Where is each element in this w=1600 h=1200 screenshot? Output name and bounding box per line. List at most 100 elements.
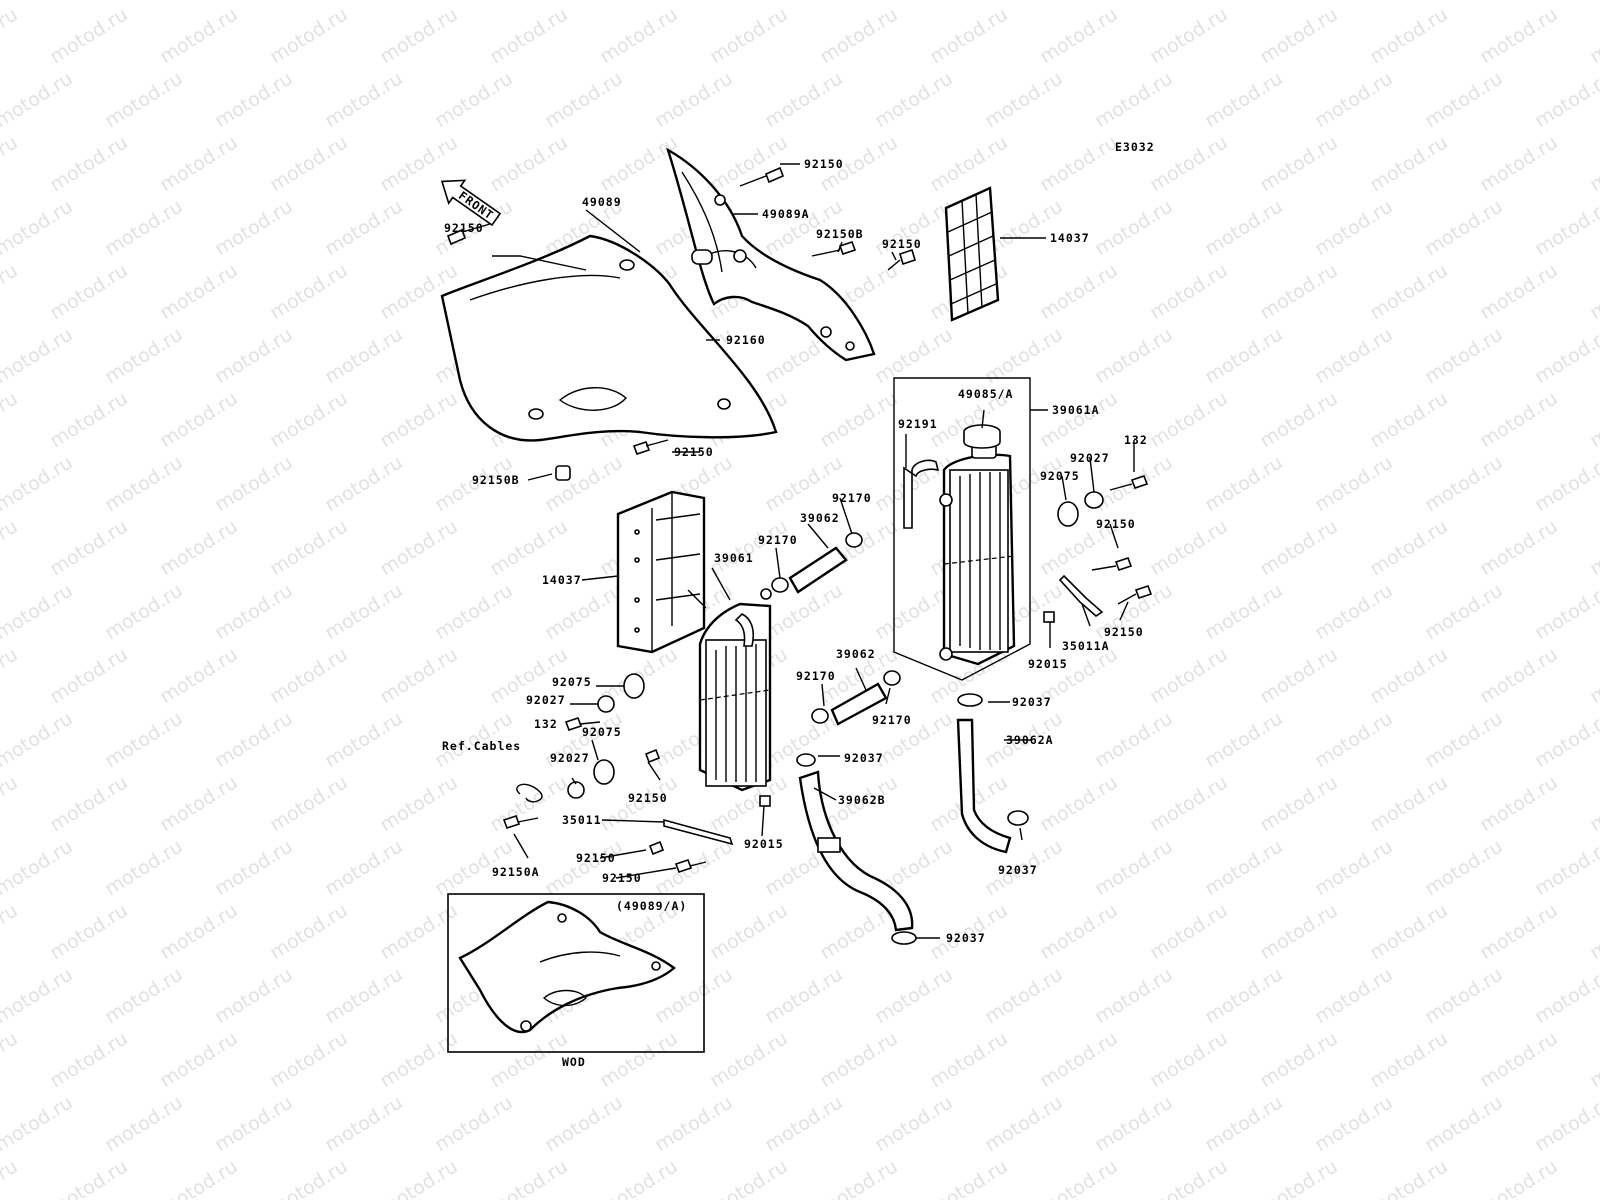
watermark-text: motod.ru [156,1155,242,1200]
part-label: 35011A [1062,639,1110,653]
watermark-text: motod.ru [1366,899,1452,964]
watermark-text: motod.ru [1311,0,1397,4]
watermark-text: motod.ru [1476,387,1562,452]
inset-title: (49089/A) [616,899,687,913]
watermark-text: motod.ru [46,643,132,708]
watermark-text: motod.ru [156,3,242,68]
watermark-text: motod.ru [541,579,627,644]
watermark-text: motod.ru [0,1091,77,1156]
watermark-text: motod.ru [0,707,77,772]
watermark-text: motod.ru [321,579,407,644]
watermark-text: motod.ru [1586,1027,1600,1092]
radiator-left [698,588,772,792]
watermark-text: motod.ru [981,963,1067,1028]
watermark-text: motod.ru [1201,195,1287,260]
watermark-text: motod.ru [321,0,407,4]
watermark-text: motod.ru [376,1155,462,1200]
watermark-text: motod.ru [1201,835,1287,900]
watermark-text: motod.ru [926,1027,1012,1092]
bracket-35011 [663,818,734,846]
watermark-text: motod.ru [1201,1091,1287,1156]
watermark-text: motod.ru [101,707,187,772]
hose-39062-lower [830,682,888,726]
part-label: 92170 [758,533,798,547]
part-label: 39062 [800,511,840,525]
watermark-text: motod.ru [321,451,407,516]
watermark-text: motod.ru [1146,1027,1232,1092]
part-label: 92037 [844,751,884,765]
part-label: 92150 [602,871,642,885]
watermark-text: motod.ru [101,1091,187,1156]
watermark-text: motod.ru [486,771,572,836]
watermark-text: motod.ru [1256,899,1342,964]
watermark-text: motod.ru [1476,3,1562,68]
part-label: 92150A [492,865,540,879]
watermark-text: motod.ru [211,707,297,772]
watermark-text: motod.ru [706,1027,792,1092]
watermark-text: motod.ru [211,579,297,644]
watermark-text: motod.ru [0,323,77,388]
watermark-text: motod.ru [1311,67,1397,132]
watermark-text: motod.ru [1531,451,1600,516]
watermark-text: motod.ru [761,0,847,4]
watermark-text: motod.ru [1091,835,1177,900]
watermark-text: motod.ru [1036,131,1122,196]
watermark-text: motod.ru [211,1091,297,1156]
part-label: 132 [1124,433,1148,447]
radiator-shroud-left [440,234,778,442]
part-label: 92150 [444,221,484,235]
bracket-35011A [1058,574,1104,618]
watermark-text: motod.ru [761,451,847,516]
watermark-text: motod.ru [1201,451,1287,516]
watermark-text: motod.ru [1311,195,1397,260]
watermark-text: motod.ru [486,3,572,68]
watermark-text: motod.ru [266,643,352,708]
part-label: 92037 [946,931,986,945]
watermark-text: motod.ru [816,3,902,68]
ref-cables-clip [516,783,543,803]
radiator-scoop [665,147,876,362]
watermark-text: motod.ru [1421,451,1507,516]
part-label: 14037 [1050,231,1090,245]
watermark-text: motod.ru [1036,771,1122,836]
watermark-text: motod.ru [1531,1091,1600,1156]
watermark-text: motod.ru [596,1155,682,1200]
watermark-text: motod.ru [101,451,187,516]
watermark-text: motod.ru [101,323,187,388]
watermark-text: motod.ru [46,387,132,452]
watermark-text: motod.ru [0,195,77,260]
watermark-text: motod.ru [376,771,462,836]
watermark-text: motod.ru [1311,579,1397,644]
watermark-text: motod.ru [1256,259,1342,324]
watermark-text: motod.ru [1201,323,1287,388]
watermark-text: motod.ru [1201,707,1287,772]
watermark-text: motod.ru [211,0,297,4]
watermark-text: motod.ru [1256,131,1342,196]
watermark-text: motod.ru [541,67,627,132]
watermark-text: motod.ru [1311,323,1397,388]
watermark-text: motod.ru [0,1155,22,1200]
watermark-text: motod.ru [1476,899,1562,964]
part-label: 39062B [838,793,886,807]
watermark-text: motod.ru [1091,323,1177,388]
watermark-text: motod.ru [486,131,572,196]
inset-box-wod: (49089/A) WOD [447,893,705,1069]
watermark-text: motod.ru [1256,643,1342,708]
radiator-grille-left [616,490,706,654]
watermark-text: motod.ru [1366,1027,1452,1092]
watermark-text: motod.ru [1311,963,1397,1028]
watermark-text: motod.ru [431,1091,517,1156]
watermark-text: motod.ru [1201,963,1287,1028]
watermark-text: motod.ru [541,451,627,516]
watermark-text: motod.ru [156,387,242,452]
part-label: 92075 [1040,469,1080,483]
watermark-text: motod.ru [101,579,187,644]
part-label: 92015 [744,837,784,851]
watermark-text: motod.ru [211,323,297,388]
watermark-text: motod.ru [871,67,957,132]
ref-cables-label: Ref.Cables [442,739,521,753]
watermark-text: motod.ru [1091,1091,1177,1156]
watermark-text: motod.ru [0,579,77,644]
watermark-text: motod.ru [266,1027,352,1092]
